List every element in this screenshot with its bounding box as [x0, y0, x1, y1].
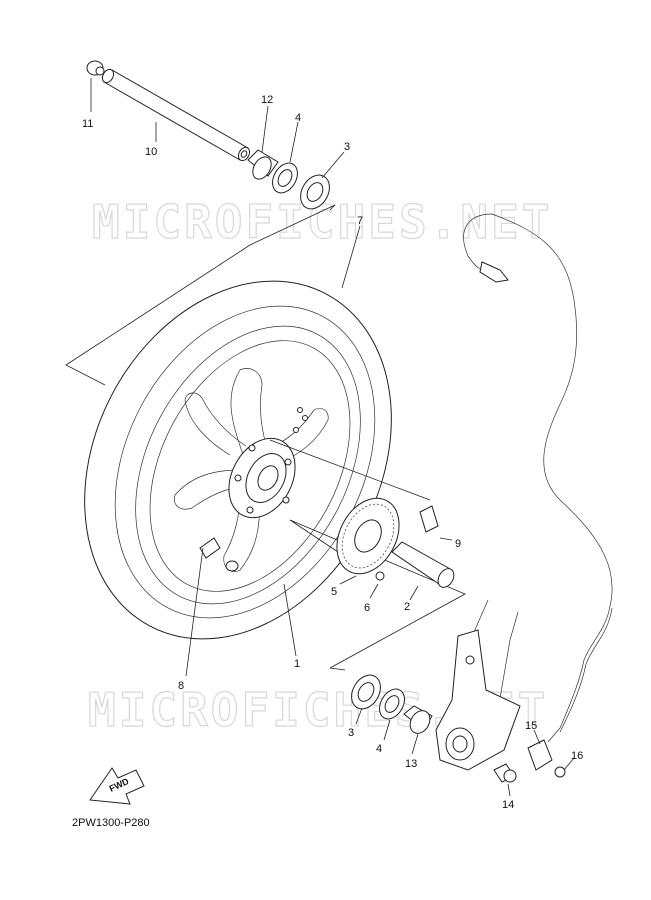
clip-9 — [419, 505, 439, 533]
axle-nut-11 — [86, 60, 105, 76]
bolt-14 — [493, 763, 517, 783]
front-fork-leg — [435, 599, 521, 771]
callout-7: 7 — [357, 215, 363, 227]
callout-10: 10 — [145, 146, 157, 158]
diagram-code: 2PW1300-P280 — [72, 817, 150, 829]
bearing-3-top — [300, 174, 330, 210]
callout-15: 15 — [525, 720, 537, 732]
sensor-rotor-5 — [336, 497, 400, 575]
callout-11: 11 — [82, 118, 93, 130]
oil-seal-4-bottom — [379, 688, 405, 720]
callout-12: 12 — [261, 94, 273, 106]
callout-6: 6 — [364, 602, 370, 614]
axle-10 — [101, 68, 251, 162]
collar-12 — [247, 149, 279, 180]
collar-2 — [391, 541, 455, 588]
callout-14: 14 — [502, 799, 514, 811]
cast-wheel-1 — [135, 325, 361, 605]
wheel-sensor-15 — [527, 727, 561, 771]
collar-13 — [403, 705, 433, 734]
valve-8 — [199, 537, 239, 572]
callout-16: 16 — [571, 750, 583, 762]
oil-seal-4-top — [272, 162, 298, 194]
callout-4-bottom: 4 — [376, 743, 382, 755]
callout-13: 13 — [405, 758, 417, 770]
fwd-arrow-icon: FWD — [89, 767, 145, 805]
bolt-16 — [554, 766, 566, 778]
screw-6 — [375, 571, 385, 581]
callout-5: 5 — [331, 586, 337, 598]
callout-8: 8 — [178, 680, 184, 692]
sensor-cable — [463, 213, 613, 729]
sensor-connector — [479, 261, 509, 283]
bearing-3-bottom — [351, 674, 381, 710]
callout-9: 9 — [455, 538, 461, 550]
callout-4-top: 4 — [295, 112, 301, 124]
callout-2: 2 — [404, 601, 410, 613]
callout-1: 1 — [294, 658, 300, 670]
callout-3-top: 3 — [344, 141, 350, 153]
callout-3-bottom: 3 — [348, 727, 354, 739]
